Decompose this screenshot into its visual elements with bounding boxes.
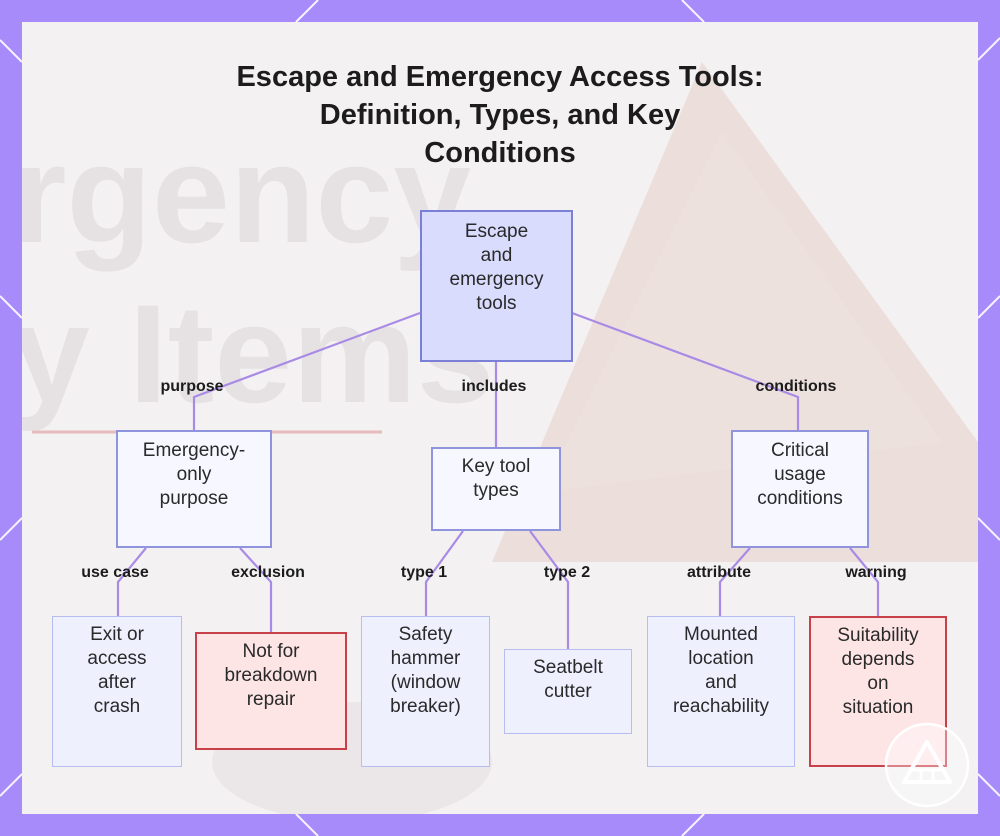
node-line: breaker): [390, 696, 461, 717]
node-line: depends: [841, 649, 915, 670]
node-line: Not for: [242, 641, 300, 662]
node-critical-usage-conditions: Critical usage conditions: [731, 430, 869, 548]
edge-label-type1: type 1: [400, 564, 448, 581]
node-line: and: [480, 245, 513, 266]
edge-warning: [849, 547, 880, 616]
node-line: types: [473, 480, 519, 501]
node-line: emergency: [449, 269, 544, 290]
title-line-3: Conditions: [424, 137, 576, 169]
edge-label-type2: type 2: [543, 564, 591, 581]
edge-exclusion: [239, 547, 273, 632]
edge-label-warning: warning: [845, 564, 907, 581]
node-line: on: [867, 673, 889, 694]
brand-logo-icon: [884, 722, 970, 808]
edge-label-attribute: attribute: [687, 564, 751, 581]
node-line: situation: [842, 697, 914, 718]
node-line: Safety: [398, 624, 453, 645]
node-line: and: [705, 672, 737, 693]
edge-label-exclusion: exclusion: [231, 564, 305, 581]
node-line: Suitability: [837, 625, 919, 646]
node-line: Key tool: [461, 456, 531, 477]
node-line: Seatbelt: [533, 657, 603, 678]
node-line: (window: [390, 672, 461, 693]
node-exit-or-access: Exit or access after crash: [52, 616, 182, 767]
node-line: Critical: [770, 440, 830, 461]
edge-label-purpose: purpose: [160, 378, 224, 395]
edge-type1: [424, 530, 464, 616]
node-emergency-only-purpose: Emergency- only purpose: [116, 430, 272, 548]
node-mounted-location: Mounted location and reachability: [647, 616, 795, 767]
node-line: cutter: [544, 681, 592, 702]
node-suitability-depends: Suitability depends on situation: [809, 616, 947, 767]
node-line: conditions: [757, 488, 843, 509]
node-key-tool-types: Key tool types: [431, 447, 561, 531]
node-line: crash: [93, 696, 141, 717]
node-line: breakdown: [224, 665, 318, 686]
node-line: reachability: [672, 696, 770, 717]
diagram-title: Escape and Emergency Access Tools: Defin…: [0, 58, 1000, 172]
node-not-for-breakdown-repair: Not for breakdown repair: [195, 632, 347, 750]
node-line: usage: [774, 464, 826, 485]
edge-use-case: [116, 547, 147, 616]
node-line: hammer: [390, 648, 461, 669]
node-line: purpose: [159, 488, 229, 509]
node-line: location: [688, 648, 754, 669]
node-line: Emergency-: [142, 440, 246, 461]
node-line: after: [97, 672, 136, 693]
node-line: access: [87, 648, 147, 669]
node-line: repair: [246, 689, 296, 710]
edge-attribute: [718, 547, 751, 616]
node-line: Exit or: [90, 624, 144, 645]
node-safety-hammer: Safety hammer (window breaker): [361, 616, 490, 767]
title-line-1: Escape and Emergency Access Tools:: [236, 61, 764, 93]
node-seatbelt-cutter: Seatbelt cutter: [504, 649, 632, 734]
background-text-line-1: rgency: [22, 115, 471, 272]
node-escape-tools: Escape and emergency tools: [420, 210, 573, 362]
edge-purpose: [192, 311, 421, 430]
edge-label-conditions: conditions: [755, 378, 837, 395]
background-text-line-2: y Items: [22, 275, 494, 432]
edge-label-includes: includes: [461, 378, 527, 395]
node-line: only: [176, 464, 212, 485]
node-line: Mounted: [684, 624, 758, 645]
node-line: Escape: [464, 221, 529, 242]
node-line: tools: [476, 293, 517, 314]
edge-type2: [529, 530, 570, 649]
edge-label-use-case: use case: [81, 564, 149, 581]
title-line-2: Definition, Types, and Key: [319, 99, 681, 131]
edge-conditions: [571, 311, 800, 430]
